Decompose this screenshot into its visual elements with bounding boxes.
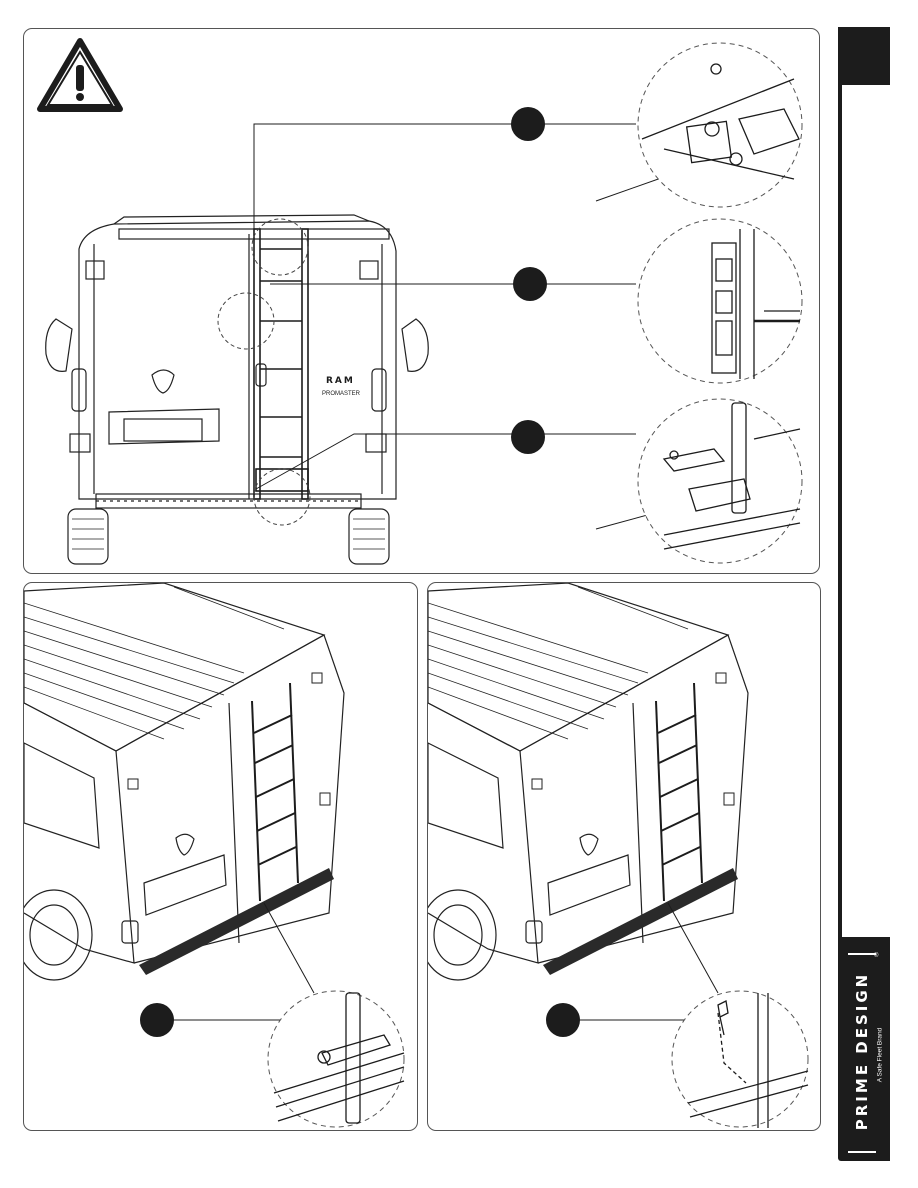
callout-marker-icon xyxy=(511,107,547,454)
tab-header-block xyxy=(838,27,890,85)
detail-circles xyxy=(218,219,310,525)
tab-body xyxy=(842,85,890,937)
side-tab: PRIME DESIGN ® A Safe Fleet Brand xyxy=(838,27,890,1161)
brand-name: PRIME DESIGN xyxy=(853,972,871,1130)
van-badge: RAM xyxy=(326,376,355,386)
detail-view-5 xyxy=(672,991,808,1128)
van-badge-model: PROMASTER xyxy=(322,391,361,397)
brand-trademark: ® xyxy=(874,953,878,959)
brand-tagline: A Safe Fleet Brand xyxy=(877,1028,884,1083)
callout-marker-icon xyxy=(140,1003,174,1037)
detail-view-1 xyxy=(638,43,802,207)
callout-marker-icon xyxy=(546,1003,580,1037)
top-illustration-panel: RAM PROMASTER xyxy=(23,28,820,574)
detail-view-2 xyxy=(638,219,802,383)
bottom-left-illustration-panel xyxy=(23,582,418,1131)
bottom-right-illustration-panel xyxy=(427,582,821,1131)
callout-lines xyxy=(254,124,684,529)
rear-view-diagram: RAM PROMASTER xyxy=(24,29,820,574)
warning-triangle-icon xyxy=(40,41,120,109)
detail-view-3 xyxy=(638,399,802,563)
van-perspective-diagram-right xyxy=(428,583,821,1131)
brand-logo: PRIME DESIGN ® A Safe Fleet Brand xyxy=(842,937,890,1161)
van-rear-view xyxy=(46,215,429,564)
van-perspective-diagram-left xyxy=(24,583,418,1131)
detail-view-4 xyxy=(268,991,404,1127)
